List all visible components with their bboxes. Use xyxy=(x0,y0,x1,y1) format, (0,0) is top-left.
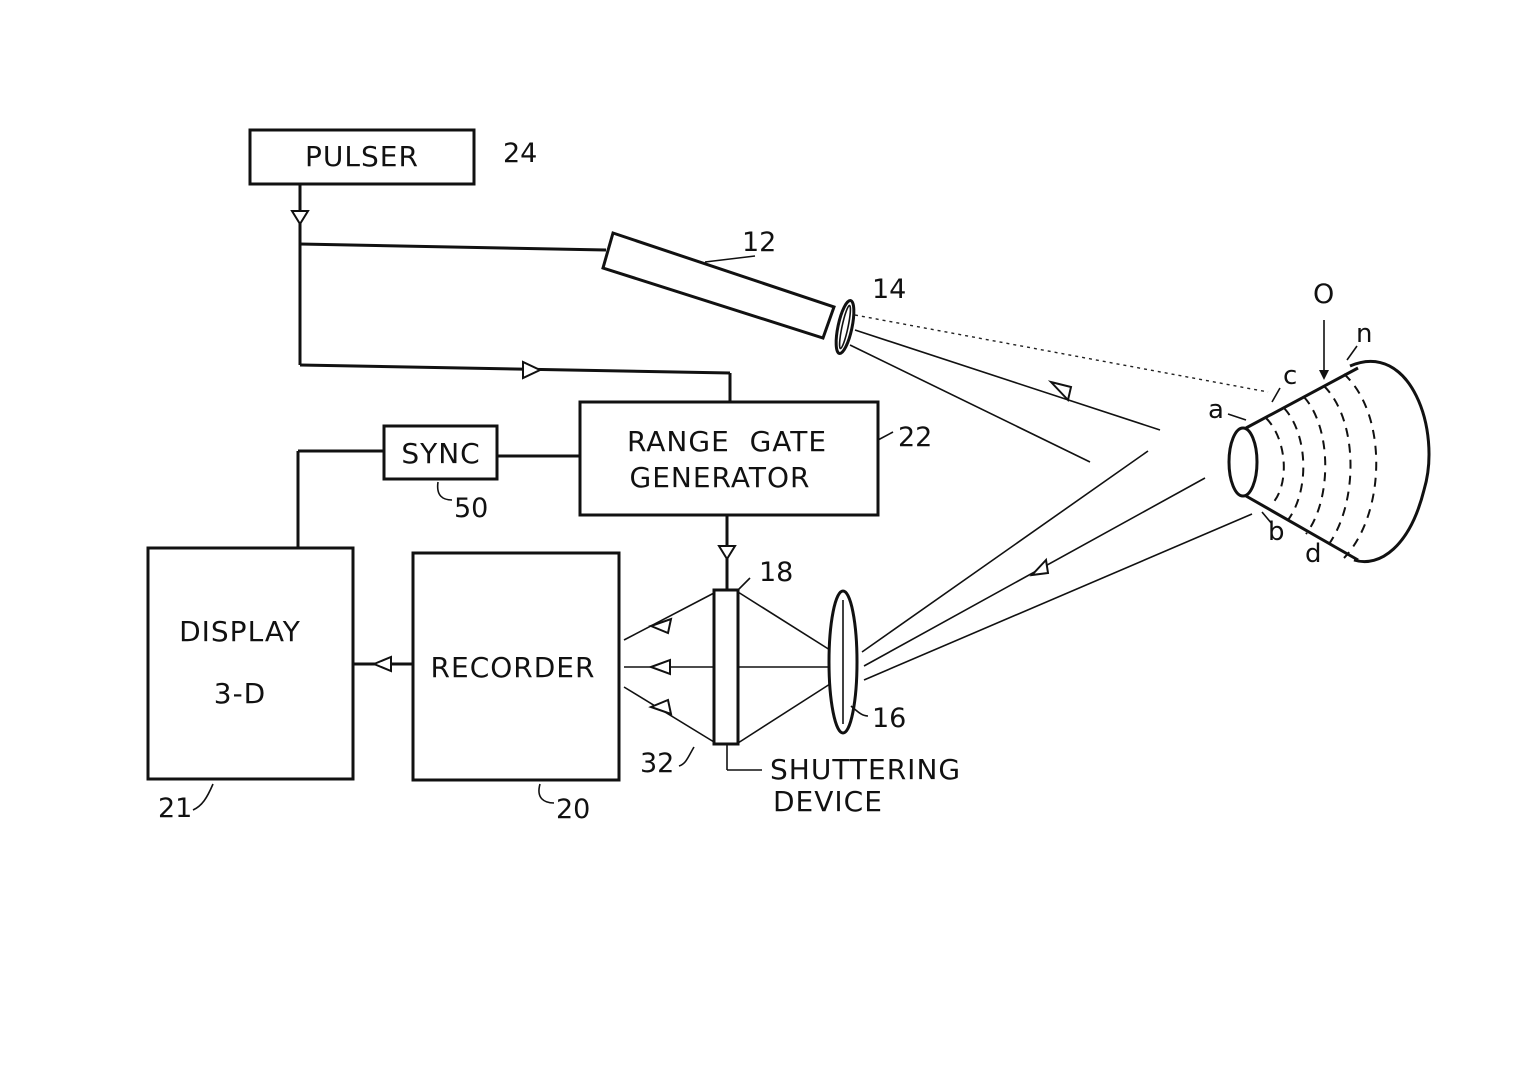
zone-label-a: a xyxy=(1208,395,1224,425)
recorder-ref: 20 xyxy=(556,794,590,825)
laser-ref: 12 xyxy=(742,227,776,258)
laser-source xyxy=(601,231,836,340)
tx-beam-upper xyxy=(854,314,1269,393)
rx-beam-arrow xyxy=(1029,557,1050,577)
transmit-lens xyxy=(834,299,856,355)
receive-lens-ref: 16 xyxy=(872,703,906,734)
shutter-ref: 18 xyxy=(759,557,793,588)
pulser-label: PULSER xyxy=(305,140,419,173)
pulser-to-laser-wire xyxy=(299,242,607,252)
shuttering-device xyxy=(712,588,740,746)
pulser-block: PULSER xyxy=(248,128,476,186)
tx-beam-lower xyxy=(849,344,1091,463)
transmit-lens-ref: 14 xyxy=(872,274,906,305)
to-recorder-arrow-bottom xyxy=(648,698,673,716)
pulser-ref: 24 xyxy=(503,138,537,169)
display-label-line2: 3-D xyxy=(214,677,266,710)
gate-arrow xyxy=(717,545,737,561)
sync-ref: 50 xyxy=(454,493,488,524)
rx-beam-3 xyxy=(863,513,1253,681)
recorder-block: RECORDER xyxy=(411,551,621,782)
object-label: O xyxy=(1313,279,1334,310)
sync-block: SYNC xyxy=(382,424,499,481)
to-rangegate-arrow xyxy=(522,360,543,380)
receive-lens xyxy=(827,589,859,735)
rx-beam-1 xyxy=(861,450,1149,653)
shutter-label-line2: DEVICE xyxy=(773,785,883,818)
range-gate-generator-block: RANGE GATE GENERATOR xyxy=(578,400,880,517)
display-label-line1: DISPLAY xyxy=(179,615,301,648)
recorder-label: RECORDER xyxy=(431,651,596,684)
sync-label: SYNC xyxy=(401,437,480,470)
to-display-arrow xyxy=(371,655,392,673)
recorder-paths-ref: 32 xyxy=(640,748,674,779)
target-object xyxy=(1227,359,1431,563)
zone-label-n: n xyxy=(1356,319,1372,349)
range-gate-ref: 22 xyxy=(898,422,932,453)
display-block: DISPLAY 3-D xyxy=(146,546,355,781)
tx-beam-mid xyxy=(854,329,1161,431)
pulser-output-arrow xyxy=(290,210,310,226)
to-recorder-arrow-top xyxy=(648,617,673,635)
range-gate-label-line2: GENERATOR xyxy=(630,461,811,494)
zone-label-c: c xyxy=(1283,361,1297,391)
tx-beam-arrow xyxy=(1047,380,1073,403)
zone-label-b: b xyxy=(1268,517,1285,547)
to-recorder-arrow-mid xyxy=(648,658,671,676)
shutter-label-line1: SHUTTERING xyxy=(770,753,961,786)
range-gate-label-line1: RANGE GATE xyxy=(627,425,827,458)
zone-label-d: d xyxy=(1305,539,1322,569)
pulser-to-rangegate-wire xyxy=(299,363,731,375)
display-ref: 21 xyxy=(158,793,192,824)
